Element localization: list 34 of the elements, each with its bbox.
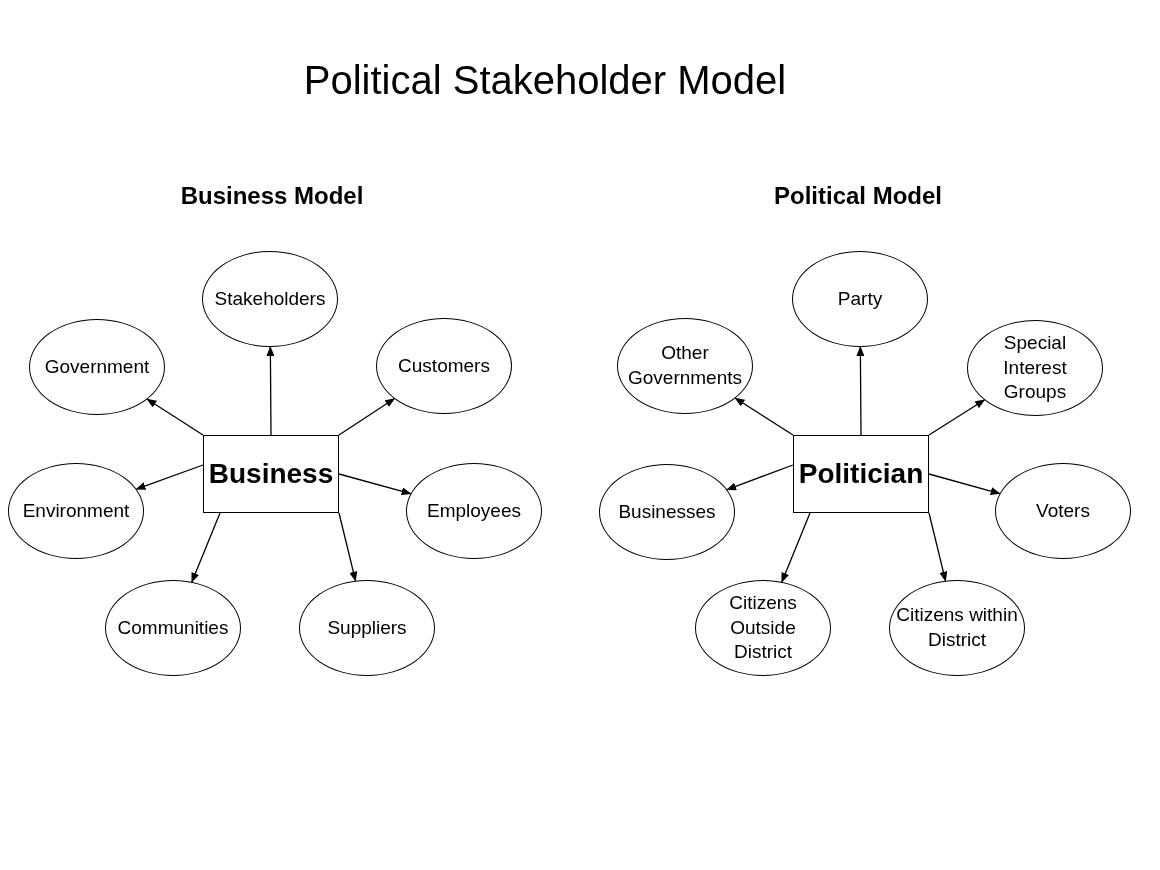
node-label: Voters [1035, 498, 1091, 523]
arrow [266, 346, 275, 436]
node-label: Politician [797, 458, 925, 490]
node-label: Other Governments [626, 341, 743, 390]
entity-box [793, 435, 929, 513]
node-label: Businesses [617, 499, 717, 524]
node-label: Suppliers [326, 615, 408, 640]
node-label: Communities [116, 615, 230, 640]
node-label: Employees [426, 498, 522, 523]
arrow [726, 464, 794, 491]
arrow [781, 512, 811, 583]
node-label: Stakeholders [213, 286, 327, 311]
arrow [146, 398, 204, 436]
arrow [191, 512, 221, 583]
node-label: Citizens within District [895, 603, 1019, 652]
node-label: Government [43, 354, 151, 379]
arrow [338, 398, 396, 436]
arrow [338, 473, 412, 496]
diagram-title: Political Stakeholder Model [303, 58, 787, 103]
entity-box [203, 435, 339, 513]
node-label: Special Interest Groups [1002, 330, 1068, 405]
node-label: Business [207, 458, 335, 490]
section-heading: Business Model [180, 182, 364, 210]
arrow [338, 512, 358, 582]
arrow [928, 399, 986, 436]
arrow [928, 512, 948, 582]
node-label: Customers [397, 353, 491, 378]
arrow [856, 346, 865, 436]
arrow [928, 473, 1001, 495]
section-heading: Political Model [774, 182, 942, 210]
node-label: Party [836, 286, 884, 311]
node-label: Citizens Outside District [728, 590, 798, 665]
arrow [734, 397, 794, 436]
node-label: Environment [21, 498, 131, 523]
